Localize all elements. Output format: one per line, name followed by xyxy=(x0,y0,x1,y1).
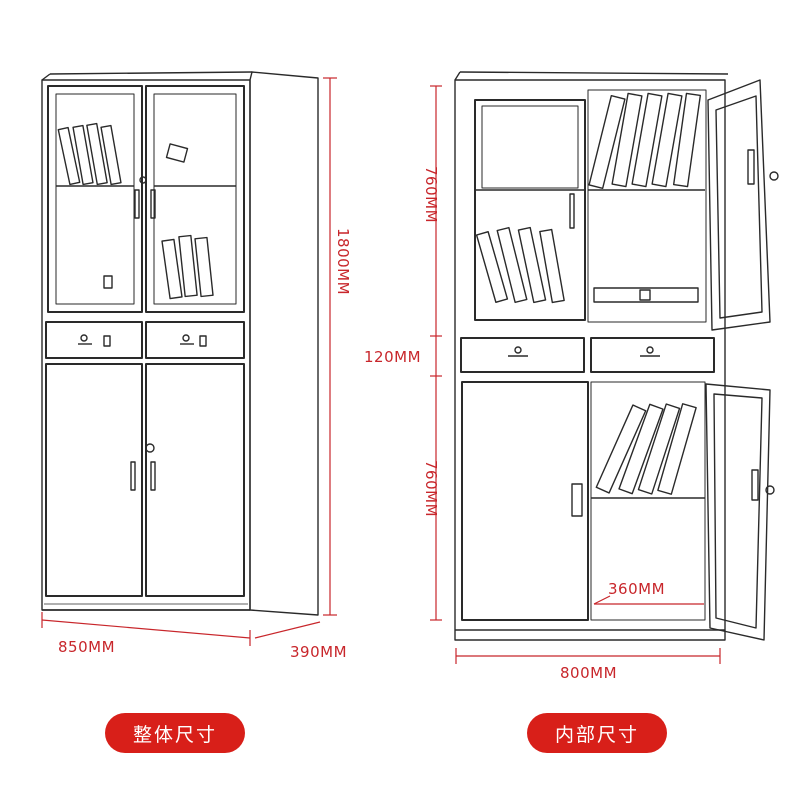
overall-cabinet-drawing xyxy=(41,71,319,616)
overall-lower-doors xyxy=(45,363,245,597)
interior-cabinet-drawing xyxy=(454,71,779,641)
interior-width-label: 800MM xyxy=(560,664,617,682)
interior-drawer-height-label: 120MM xyxy=(364,348,421,366)
overall-depth-label: 390MM xyxy=(290,643,347,661)
overall-dimensions-caption: 整体尺寸 xyxy=(105,713,245,753)
overall-height-label: 1800MM xyxy=(334,228,352,295)
overall-width-label: 850MM xyxy=(58,638,115,656)
interior-dimensions-caption: 内部尺寸 xyxy=(527,713,667,753)
overall-upper-glass-doors xyxy=(47,85,245,313)
interior-lower-height-label: 760MM xyxy=(422,460,440,517)
interior-shelf-depth-label: 360MM xyxy=(608,580,665,598)
overall-drawers xyxy=(45,321,245,359)
interior-upper-height-label: 760MM xyxy=(422,166,440,223)
